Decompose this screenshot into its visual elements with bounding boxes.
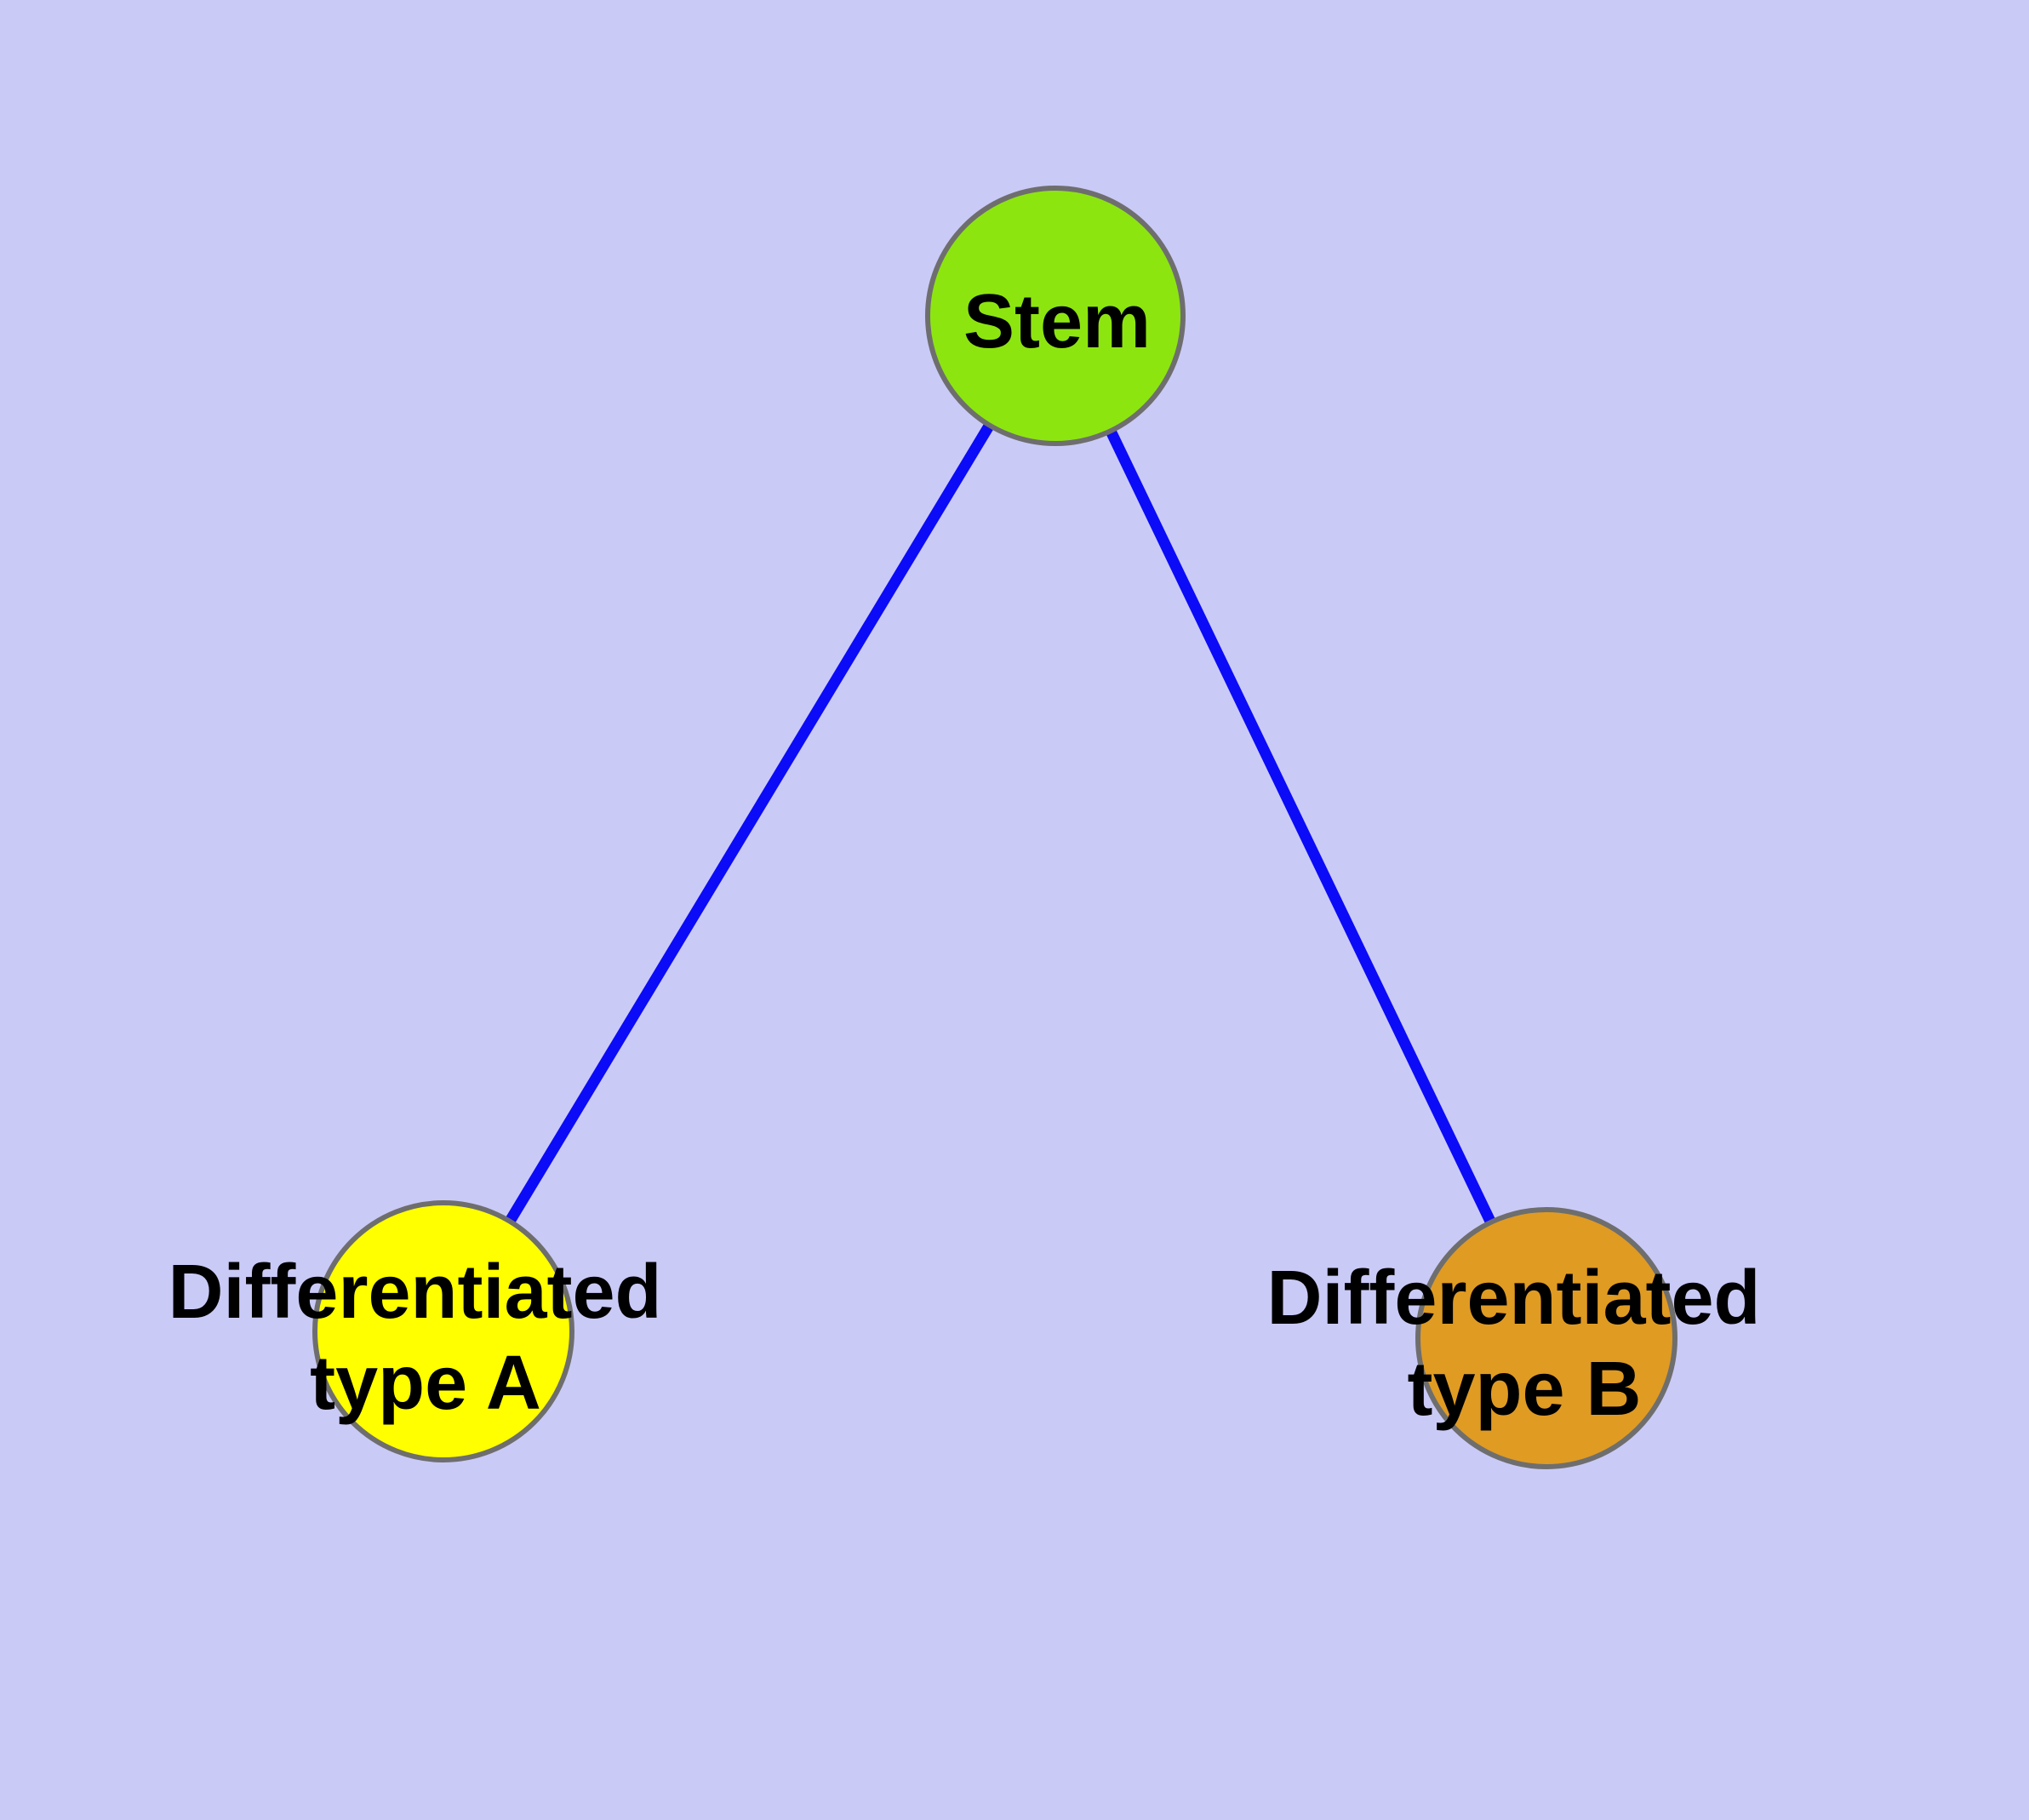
node-stem	[925, 186, 1186, 446]
node-type-b	[1415, 1207, 1677, 1469]
edge-stem-to-type-b	[1050, 313, 1552, 1341]
node-type-b-label-line1: Differentiated	[1266, 1256, 1760, 1341]
node-type-b-label-line2: type B	[1407, 1347, 1641, 1432]
node-stem-label: Stem	[963, 279, 1151, 364]
node-type-a	[312, 1200, 574, 1462]
node-type-a-label-line2: type A	[310, 1341, 541, 1426]
node-type-a-label: Differentiated type A	[168, 1250, 683, 1426]
node-type-a-label-line1: Differentiated	[168, 1250, 661, 1335]
node-type-b-label: Differentiated type B	[1266, 1256, 1781, 1432]
edge-stem-to-type-a	[438, 312, 1060, 1335]
